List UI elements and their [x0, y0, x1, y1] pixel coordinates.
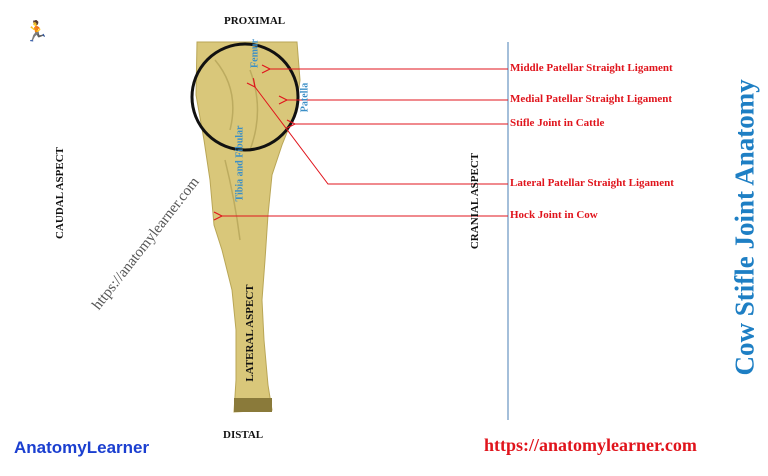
hoof: [234, 398, 272, 412]
logo-anatomylearner: AnatomyLearner: [14, 438, 150, 457]
label-lateral-patellar: Lateral Patellar Straight Ligament: [510, 177, 674, 189]
label-hock-joint: Hock Joint in Cow: [510, 209, 598, 221]
proximal-label: PROXIMAL: [224, 15, 286, 27]
femur-label: Femur: [249, 39, 261, 68]
page-title: Cow Stifle Joint Anatomy: [729, 79, 760, 376]
tibia-fibular-label: Tibia and Fibular: [234, 125, 246, 202]
stifle-circle: [190, 42, 300, 152]
patella-label: Patella: [299, 82, 311, 113]
arrow-lateral-patellar: [255, 87, 508, 185]
logo-mark-icon: 🏃: [24, 21, 49, 43]
distal-label: DISTAL: [223, 429, 264, 441]
lateral-aspect-label: LATERAL ASPECT: [244, 284, 256, 382]
cranial-aspect-label: CRANIAL ASPECT: [469, 152, 481, 250]
caudal-aspect-label: CAUDAL ASPECT: [54, 147, 66, 239]
label-middle-patellar: Middle Patellar Straight Ligament: [510, 62, 673, 74]
label-medial-patellar: Medial Patellar Straight Ligament: [510, 93, 673, 105]
label-stifle-joint: Stifle Joint in Cattle: [510, 117, 605, 129]
logo-small: 🏃: [24, 22, 54, 42]
footer-url: https://anatomylearner.com: [484, 435, 697, 455]
